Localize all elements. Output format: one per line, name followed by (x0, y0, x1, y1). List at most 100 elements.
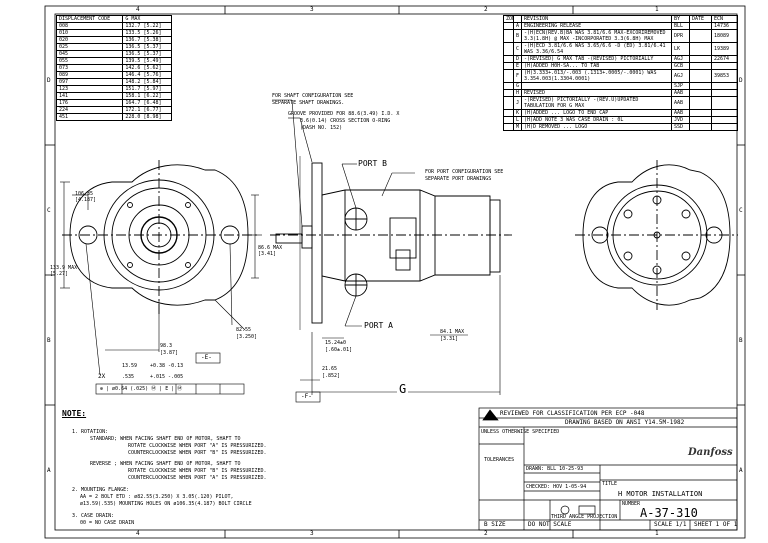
tolerances-label: TOLERANCES (484, 457, 515, 463)
datum-e: -E- (201, 354, 212, 361)
dim-hole: 13.59 (122, 363, 138, 369)
table-cell: AAB (671, 89, 690, 97)
table-row: D-(REVISED) G MAX TAB -(REVISED) PICTORI… (503, 55, 738, 63)
note-line: ROTATE CLOCKWISE WHEN PORT "B" IS PRESSU… (128, 468, 267, 474)
table-cell (711, 109, 738, 117)
table-cell: H (513, 89, 522, 97)
dim-flange-offset: 21.65 (322, 366, 338, 372)
table-cell: 19389 (711, 42, 738, 56)
table-cell: 224 (55, 106, 124, 114)
table-cell: K (513, 109, 522, 117)
table-cell: REVISED (521, 89, 672, 97)
checked-by: CHECKED: HOV 1-05-94 (526, 484, 587, 490)
table-cell: GCB (671, 62, 690, 70)
table-cell: 008 (55, 22, 124, 30)
table-cell (503, 42, 514, 56)
groove-callout-3: (DASH NO. 152) (300, 125, 343, 131)
table-cell (503, 29, 514, 43)
shaft-config-callout-1: FOR SHAFT CONFIGURATION SEE (272, 93, 354, 99)
table-row: J-(REVISED) PICTORIALLY -(REV.U)UPDATED … (503, 96, 738, 110)
table-cell: 089 (55, 71, 124, 79)
table-cell: BLL (671, 22, 690, 30)
dim-hole-tol: +0.38 -0.13 (150, 363, 184, 369)
table-cell: 136.7 [5.38] (122, 36, 172, 44)
table-cell: 148.2 [5.84] (122, 78, 172, 86)
datum-f: -F- (301, 393, 312, 400)
table-header-row: DISPLACEMENT CODE G MAX (55, 15, 172, 23)
dim-body-dia-inch: [3.87] (160, 350, 179, 356)
side-view-motor (270, 156, 512, 330)
dim-bolt-circle: 106.35 (75, 191, 94, 197)
table-header: G MAX (122, 15, 172, 23)
zone-right-a: A (739, 467, 743, 474)
table-cell (689, 42, 712, 56)
table-cell: 045 (55, 50, 124, 58)
table-cell: AGJ (671, 55, 690, 63)
table-cell: AAB (671, 109, 690, 117)
table-header: BY (671, 15, 690, 23)
table-cell: 025 (55, 43, 124, 51)
table-cell: SSD (671, 123, 690, 131)
drawing-number: A-37-310 (640, 506, 698, 520)
zone-right-b: B (739, 337, 743, 344)
table-header: DATE (689, 15, 712, 23)
table-cell (711, 96, 738, 110)
zone-right-c: C (739, 207, 743, 214)
table-cell: 139.5 [5.49] (122, 57, 172, 65)
port-a-label: PORT A (364, 321, 393, 330)
zone-left-a: A (47, 467, 51, 474)
table-cell (689, 69, 712, 83)
table-cell: G (513, 82, 522, 90)
table-cell: 142.6 [5.62] (122, 64, 172, 72)
groove-callout-1: GROOVE PROVIDED FOR 88.6(3.49) I.D. X (288, 111, 400, 117)
table-cell (689, 123, 712, 131)
number-label: NUMBER (622, 501, 641, 507)
inner-border (54, 13, 738, 531)
table-cell: 136.5 [5.37] (122, 43, 172, 51)
front-view-flange (62, 160, 258, 315)
groove-callout-2: 3.6(0.14) CROSS SECTION O-RING (300, 118, 391, 124)
zone-top-3: 3 (310, 6, 314, 13)
note-line: 3. CASE DRAIN: (72, 513, 115, 519)
drawn-by: DRAWN: BLL 10-25-93 (526, 466, 584, 472)
drawing-title: H MOTOR INSTALLATION (618, 490, 703, 498)
table-cell (689, 96, 712, 110)
table-cell: 18089 (711, 29, 738, 43)
table-cell: D (513, 55, 522, 63)
table-cell: 451 (55, 113, 124, 121)
table-cell: B (513, 29, 522, 43)
table-cell: 132.7 [5.22] (122, 22, 172, 30)
dim-body-height-inch: [3.41] (258, 251, 277, 257)
table-header: DISPLACEMENT CODE (55, 15, 124, 23)
table-cell: C (513, 42, 522, 56)
note-line: AA = 2 BOLT ETD : ø82.55(3.250) X 3.05(.… (80, 494, 234, 500)
table-cell: -(H)ECN(REV.B)BA WAS 3.81/6.6 MAX-EXCORI… (521, 29, 672, 43)
port-config-callout-2: SEPARATE PORT DRAWINGS (425, 176, 492, 182)
zone-left-b: B (47, 337, 51, 344)
table-cell (689, 89, 712, 97)
dim-pilot-depth: 15.24±0 (325, 340, 347, 346)
table-cell: DPR (671, 29, 690, 43)
dim-hole-inch: .535 (122, 374, 135, 380)
dim-body-dia: 98.3 (160, 343, 173, 349)
table-cell: F (513, 69, 522, 83)
zone-top-2: 2 (484, 6, 488, 13)
dim-pilot-inch: [3.250] (236, 334, 258, 340)
note-line: REVERSE ; WHEN FACING SHAFT END OF MOTOR… (90, 461, 241, 467)
table-cell: 146.4 [5.76] (122, 71, 172, 79)
table-header: ECN (711, 15, 738, 23)
table-cell (503, 69, 514, 83)
do-not-scale: DO NOT SCALE (528, 521, 572, 528)
